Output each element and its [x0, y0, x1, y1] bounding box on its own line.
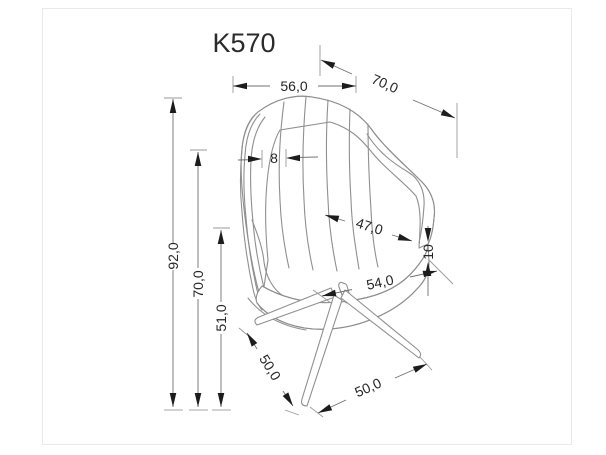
dim-seat-thickness-label: 10	[420, 244, 436, 260]
channel-line	[367, 123, 379, 268]
dimension-annotations: 56,0 70,0 8 92,0	[164, 45, 458, 418]
channel-line	[278, 101, 290, 269]
channel-line	[302, 96, 314, 271]
arrowhead	[282, 392, 293, 406]
chair-backrest	[240, 95, 436, 301]
channel-line	[325, 99, 338, 272]
drawing-frame	[42, 8, 572, 445]
dim-seat-height: 51,0	[212, 227, 231, 411]
dim-seat-width: 54,0	[312, 270, 438, 304]
arrowhead	[397, 233, 412, 241]
dim-leg-span-side: 50,0	[238, 327, 300, 416]
arrowhead	[247, 333, 258, 347]
dim-back-thickness-label: 8	[270, 150, 278, 166]
seat-bottom-rim	[256, 261, 430, 330]
arrowhead	[318, 404, 333, 413]
chair-sketch	[239, 95, 436, 407]
chair-leg-front-right	[340, 289, 422, 359]
dim-seat-depth: 47,0	[324, 214, 413, 242]
dim-total-height: 92,0	[164, 97, 183, 411]
dim-leg-span-front: 50,0	[309, 356, 433, 418]
arrowhead	[321, 60, 336, 69]
dim-seat-width-label: 54,0	[365, 271, 395, 292]
arrowhead	[233, 82, 247, 90]
arrowhead	[217, 393, 225, 407]
arrowhead	[422, 270, 437, 278]
arrowhead	[169, 99, 177, 113]
dim-backrest-height: 70,0	[189, 149, 208, 411]
arrowhead	[248, 155, 262, 163]
dim-depth: 70,0	[319, 45, 458, 158]
chair-leg-back-left	[254, 287, 336, 326]
right-armrest	[366, 133, 425, 244]
dim-seat-height-label: 51,0	[213, 304, 229, 331]
dim-backrest-height-label: 70,0	[190, 270, 206, 297]
arrowhead	[342, 82, 356, 90]
arrowhead	[424, 228, 432, 242]
dim-leg-span-side-label: 50,0	[256, 352, 284, 384]
product-title: K570	[212, 28, 275, 58]
arrowhead	[194, 152, 202, 166]
dim-back-thickness: 8	[237, 149, 319, 168]
arrowhead	[169, 393, 177, 407]
dim-total-height-label: 92,0	[165, 242, 181, 269]
chair-leg-front-left	[301, 294, 343, 407]
channel-line	[348, 108, 360, 270]
arrowhead	[194, 393, 202, 407]
dim-leg-span-front-label: 50,0	[352, 374, 384, 400]
arrowhead	[217, 230, 225, 244]
arrowhead	[412, 364, 427, 373]
arrowhead	[286, 154, 300, 162]
backrest-outline	[257, 95, 436, 245]
arrowhead	[322, 289, 337, 297]
dim-back-width-label: 56,0	[280, 78, 307, 94]
backrest-left-wrap	[239, 111, 263, 311]
dim-back-width: 56,0	[232, 76, 357, 94]
arrowhead	[325, 215, 340, 223]
dim-seat-depth-label: 47,0	[354, 215, 385, 238]
dim-depth-label: 70,0	[369, 71, 401, 97]
arrowhead	[440, 109, 455, 118]
